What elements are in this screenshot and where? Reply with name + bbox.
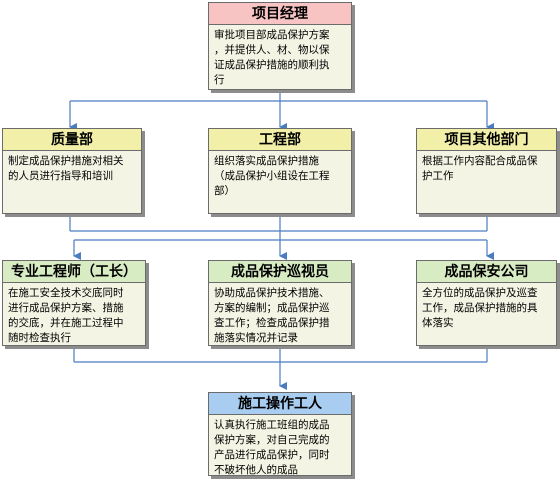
patrol-officer-title: 成品保护巡视员 <box>209 261 351 283</box>
quality-dept-box: 质量部 制定成品保护措施对相关 的人员进行指导和培训 <box>2 128 142 214</box>
other-dept-title: 项目其他部门 <box>417 129 556 151</box>
security-company-box: 成品保安公司 全方位的成品保护及巡查 工作，成品保护措施的具 体落实 <box>416 260 557 346</box>
security-company-description: 全方位的成品保护及巡查 工作，成品保护措施的具 体落实 <box>422 287 538 329</box>
engineering-dept-description: 组织落实成品保护措施 （成品保护小组设在工程 部） <box>214 155 330 197</box>
specialist-engineer-description: 在施工安全技术交底同时 进行成品保护方案、措施 的交底，并在施工过程中 随时检查… <box>8 287 124 344</box>
engineering-dept-title: 工程部 <box>209 129 351 151</box>
patrol-officer-description: 协助成品保护技术措施、 方案的编制；成品保护巡 查工作；检查成品保护措 施落实情… <box>214 287 330 344</box>
other-dept-box: 项目其他部门 根据工作内容配合成品保 护工作 <box>416 128 557 214</box>
engineering-dept-box: 工程部 组织落实成品保护措施 （成品保护小组设在工程 部） <box>208 128 352 214</box>
construction-workers-box: 施工操作工人 认真执行施工班组的成品 保护方案，对自己完成的 产品进行成品保护，… <box>208 392 352 476</box>
project-manager-box: 项目经理 审批项目部成品保护方案 ，并提供人、材、物以保 证成品保护措施的顺利执… <box>208 2 352 90</box>
construction-workers-title: 施工操作工人 <box>209 393 351 415</box>
other-dept-description: 根据工作内容配合成品保 护工作 <box>422 155 538 182</box>
patrol-officer-box: 成品保护巡视员 协助成品保护技术措施、 方案的编制；成品保护巡 查工作；检查成品… <box>208 260 352 346</box>
project-manager-title: 项目经理 <box>209 3 351 25</box>
specialist-engineer-box: 专业工程师（工长） 在施工安全技术交底同时 进行成品保护方案、措施 的交底，并在… <box>2 260 146 346</box>
security-company-title: 成品保安公司 <box>417 261 556 283</box>
project-manager-description: 审批项目部成品保护方案 ，并提供人、材、物以保 证成品保护措施的顺利执 行 <box>214 29 330 86</box>
quality-dept-description: 制定成品保护措施对相关 的人员进行指导和培训 <box>8 155 124 182</box>
construction-workers-description: 认真执行施工班组的成品 保护方案，对自己完成的 产品进行成品保护，同时 不破坏他… <box>214 419 330 476</box>
specialist-engineer-title: 专业工程师（工长） <box>3 261 145 283</box>
quality-dept-title: 质量部 <box>3 129 141 151</box>
